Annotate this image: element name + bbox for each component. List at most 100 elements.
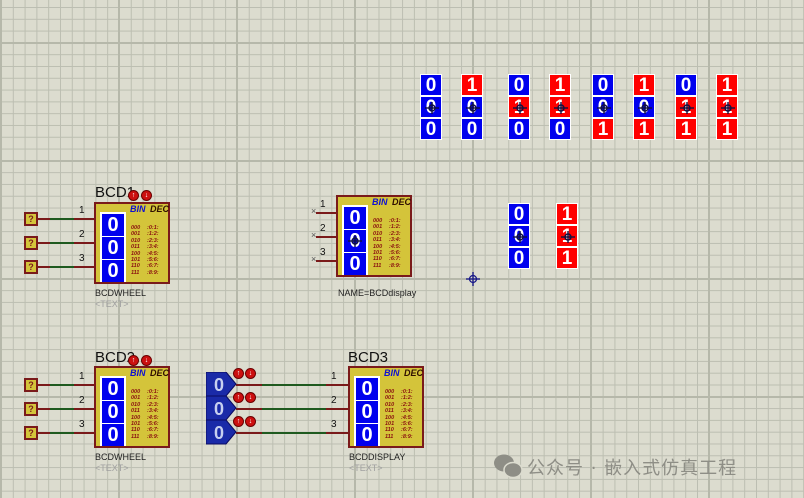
probe-input[interactable]: ?	[24, 212, 38, 226]
logic-state-source[interactable]: 0	[205, 371, 237, 397]
bcd3-text-tag: <TEXT>	[349, 463, 383, 473]
arrow-down-icon[interactable]: ↓	[245, 392, 256, 403]
wire	[74, 218, 94, 220]
bcd-truth-table: 000:0:1:001:1:2:010:2:3:011:3:4:100:4:5:…	[385, 389, 417, 440]
wire	[326, 384, 348, 386]
probe-input[interactable]: ?	[24, 236, 38, 250]
arrow-down-icon[interactable]: ↓	[141, 190, 152, 201]
arrow-up-icon[interactable]: ↑	[233, 368, 244, 379]
bit-cell: 0	[633, 96, 655, 118]
bit-cell: 0	[508, 247, 530, 269]
arrow-up-icon[interactable]: ↑	[128, 355, 139, 366]
probe-crosshair-icon	[425, 102, 439, 114]
unconnected-pin-icon: ×	[311, 254, 317, 264]
bit-cell: 0	[592, 96, 614, 118]
wire	[236, 384, 262, 386]
bit-cell: 0	[508, 203, 530, 225]
logic-state-source[interactable]: 0	[205, 419, 237, 445]
table-row: 111:8:9:	[385, 433, 413, 440]
arrow-down-icon[interactable]: ↓	[245, 368, 256, 379]
bit-cell: 0	[508, 225, 530, 247]
table-row: 100:4:5:	[131, 414, 159, 421]
probe-input[interactable]: ?	[24, 426, 38, 440]
digit-cell: 0	[356, 401, 378, 423]
probe-crosshair-icon	[348, 235, 362, 247]
wire	[262, 432, 326, 434]
bit-cell: 0	[549, 118, 571, 140]
probe-input[interactable]: ?	[24, 260, 38, 274]
logic-state-source[interactable]: 0	[205, 395, 237, 421]
arrow-up-icon[interactable]: ↑	[233, 416, 244, 427]
bcd-truth-table: 000:0:1:001:1:2:010:2:3:011:3:4:100:4:5:…	[373, 218, 405, 269]
bin-header: BIN	[130, 368, 146, 378]
wire	[38, 218, 50, 220]
table-row: 011:3:4:	[385, 408, 413, 415]
wire	[316, 212, 336, 214]
bit-cell: 0	[592, 74, 614, 96]
svg-text:0: 0	[214, 423, 224, 443]
probe-input[interactable]: ?	[24, 378, 38, 392]
table-row: 010:2:3:	[373, 230, 401, 237]
wire	[50, 408, 74, 410]
pin-number: 2	[79, 395, 85, 406]
table-row: 000:0:1:	[373, 218, 401, 224]
table-row: 011:3:4:	[373, 237, 401, 244]
wire	[316, 236, 336, 238]
pin-number: 3	[79, 419, 85, 430]
wire	[326, 408, 348, 410]
bit-cell: 1	[556, 203, 578, 225]
bcd1-text-tag: <TEXT>	[95, 299, 129, 309]
table-row: 000:0:1:	[385, 389, 413, 395]
bit-cell: 1	[508, 96, 530, 118]
pin-number: 1	[79, 205, 85, 216]
arrow-down-icon[interactable]: ↓	[245, 416, 256, 427]
table-row: 010:2:3:	[131, 401, 159, 408]
table-row: 101:5:6:	[373, 250, 401, 257]
bit-cell: 1	[716, 118, 738, 140]
probe-crosshair-icon	[554, 102, 568, 114]
pin-number: 1	[331, 371, 337, 382]
wire	[236, 432, 262, 434]
probe-input[interactable]: ?	[24, 402, 38, 416]
pin-number: 2	[79, 229, 85, 240]
arrow-down-icon[interactable]: ↓	[141, 355, 152, 366]
bin-header: BIN	[384, 368, 400, 378]
wire	[50, 242, 74, 244]
arrow-up-icon[interactable]: ↑	[128, 190, 139, 201]
wire	[74, 408, 94, 410]
arrow-up-icon[interactable]: ↑	[233, 392, 244, 403]
bit-cell: 0	[461, 96, 483, 118]
bit-cell: 0	[508, 118, 530, 140]
probe-crosshair-icon	[513, 102, 527, 114]
probe-crosshair-icon	[721, 102, 735, 114]
digit-cell: 0	[102, 260, 124, 282]
bcd-truth-table: 000:0:1:001:1:2:010:2:3:011:3:4:100:4:5:…	[131, 225, 163, 276]
bit-cell: 1	[549, 96, 571, 118]
pin-number: 2	[331, 395, 337, 406]
bit-cell: 1	[675, 96, 697, 118]
wire	[38, 408, 50, 410]
bcd-truth-table: 000:0:1:001:1:2:010:2:3:011:3:4:100:4:5:…	[131, 389, 163, 440]
wechat-icon	[492, 452, 524, 480]
table-row: 111:8:9:	[131, 433, 159, 440]
watermark-text: 公众号 · 嵌入式仿真工程	[527, 458, 738, 479]
digit-cell: 0	[344, 230, 366, 252]
table-row: 001:1:2:	[131, 231, 159, 238]
table-row: 110:6:7:	[385, 427, 413, 434]
wire	[50, 218, 74, 220]
bit-cell: 0	[420, 74, 442, 96]
table-row: 000:0:1:	[131, 225, 159, 231]
